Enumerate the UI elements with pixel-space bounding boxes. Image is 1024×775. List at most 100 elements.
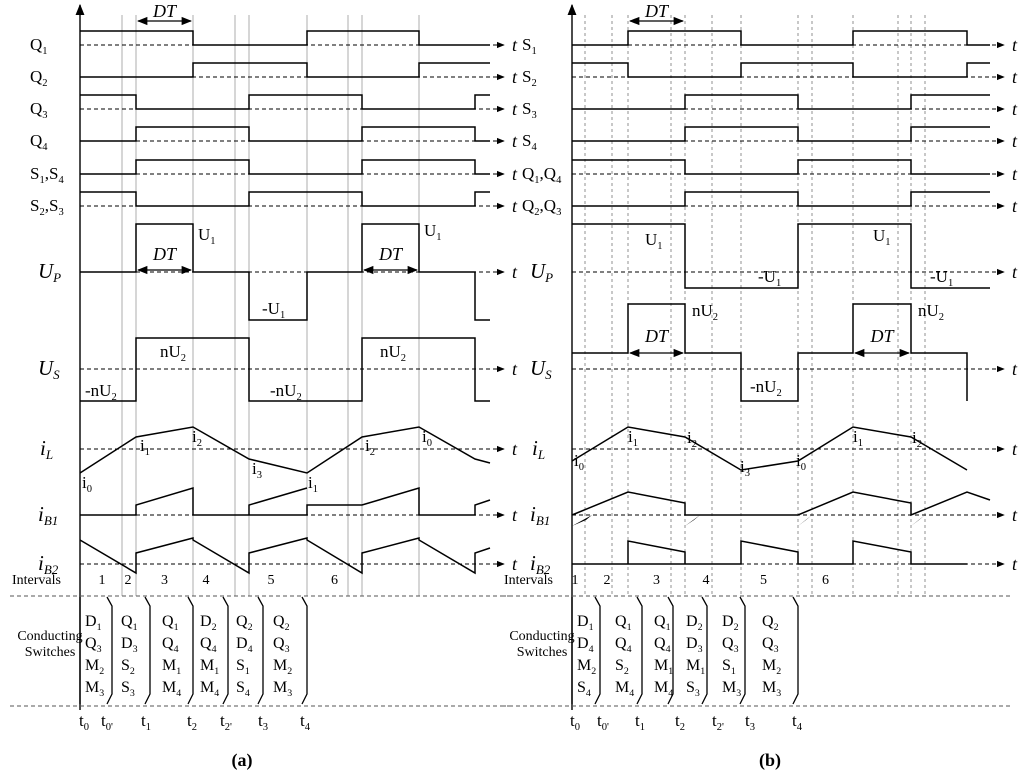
- conducting-switch-label: M1: [162, 657, 181, 677]
- switch-group-bracket: [701, 596, 708, 705]
- signal-label: Q3: [30, 99, 48, 121]
- time-instant-label: t0: [570, 711, 580, 733]
- conducting-switch-label: M2: [762, 657, 781, 677]
- time-instant-label: t1: [635, 711, 645, 733]
- interval-number: 1: [572, 573, 579, 588]
- time-instant-label: t4: [300, 711, 311, 733]
- time-axis-label: t: [512, 35, 518, 55]
- dt-label: DT: [644, 326, 670, 346]
- gate-signal-waveform: [572, 126, 990, 142]
- dt-label: DT: [152, 1, 178, 21]
- il-current-label: i3: [252, 459, 262, 481]
- il-current-label: i0: [796, 451, 806, 473]
- time-instant-label: t0': [101, 711, 113, 733]
- conducting-switch-label: M3: [722, 679, 741, 699]
- il-current-label: i0: [82, 473, 92, 495]
- us-negative-label: -nU2: [85, 381, 117, 403]
- gate-signal-waveform: [80, 62, 490, 78]
- time-axis-label: t: [1012, 164, 1018, 184]
- panel-caption: (a): [232, 750, 253, 771]
- switch-group-bracket: [594, 596, 601, 705]
- dt-label: DT: [869, 326, 895, 346]
- time-axis-label: t: [1012, 35, 1018, 55]
- ib2-label: iB2: [530, 551, 551, 577]
- time-axis-label: t: [512, 131, 518, 151]
- signal-label: Q2: [30, 67, 48, 89]
- conducting-switch-label: Q1: [654, 613, 671, 633]
- time-axis-label: t: [1012, 99, 1018, 119]
- conducting-switch-label: D1: [85, 613, 102, 633]
- time-axis-label: t: [512, 99, 518, 119]
- ib1-waveform: [80, 486, 491, 516]
- conducting-switch-label: D2: [200, 613, 217, 633]
- interval-number: 3: [161, 573, 168, 588]
- il-current-label: i1: [140, 436, 150, 458]
- panel-caption: (b): [759, 750, 781, 771]
- il-current-label: i0: [422, 427, 432, 449]
- conducting-switch-label: M3: [273, 679, 292, 699]
- time-axis-label: t: [512, 505, 518, 525]
- intervals-label: Intervals: [12, 573, 61, 588]
- gate-signal-waveform: [80, 191, 490, 207]
- switch-group-bracket: [187, 596, 194, 705]
- conducting-switch-label: D3: [686, 635, 703, 655]
- il-current-label: i1: [308, 473, 318, 495]
- conducting-switch-label: Q3: [85, 635, 102, 655]
- dt-label: DT: [378, 244, 404, 264]
- time-instant-label: t0': [597, 711, 609, 733]
- conducting-switch-label: M4: [162, 679, 181, 699]
- time-axis-label: t: [512, 359, 518, 379]
- conducting-switch-label: Q3: [762, 635, 779, 655]
- conducting-switch-label: M4: [200, 679, 219, 699]
- conducting-switch-label: S4: [577, 679, 591, 699]
- ib1-negative-region: [685, 515, 700, 526]
- conducting-switch-label: Q1: [162, 613, 179, 633]
- time-axis-label: t: [1012, 262, 1018, 282]
- time-axis-label: t: [1012, 359, 1018, 379]
- conducting-switch-label: M1: [686, 657, 705, 677]
- up-positive-label: U1: [424, 221, 442, 243]
- conducting-switch-label: Q4: [162, 635, 179, 655]
- switch-group-bracket: [106, 596, 113, 705]
- ib1-negative-region: [572, 515, 592, 526]
- conducting-switch-label: M1: [654, 657, 673, 677]
- gate-signal-waveform: [572, 159, 990, 175]
- signal-label: S2,S3: [30, 196, 64, 218]
- conducting-switch-label: D3: [121, 635, 138, 655]
- conducting-label: Conducting: [509, 629, 574, 644]
- conducting-switch-label: M1: [200, 657, 219, 677]
- time-instant-label: t2: [187, 711, 197, 733]
- time-axis-label: t: [1012, 505, 1018, 525]
- ib1-label: iB1: [38, 502, 58, 528]
- up-label: UP: [530, 259, 553, 285]
- ib2-waveform: [79, 537, 491, 575]
- conducting-switch-label: M2: [85, 657, 104, 677]
- up-negative-label: -U1: [262, 299, 285, 321]
- time-axis-label: t: [512, 196, 518, 216]
- time-axis-label: t: [512, 439, 518, 459]
- conducting-switch-label: Q4: [200, 635, 217, 655]
- time-instant-label: t2': [220, 711, 232, 733]
- up-negative-label: -U1: [930, 267, 953, 289]
- us-label: US: [530, 356, 552, 382]
- conducting-switch-label: Q2: [762, 613, 779, 633]
- il-label: iL: [532, 436, 545, 462]
- interval-number: 3: [653, 573, 660, 588]
- time-instant-label: t2: [675, 711, 685, 733]
- ib1-label: iB1: [530, 502, 550, 528]
- up-label: UP: [38, 259, 61, 285]
- il-label: iL: [40, 436, 53, 462]
- conducting-switch-label: Q2: [236, 613, 253, 633]
- conducting-switch-label: M4: [654, 679, 673, 699]
- interval-number: 6: [822, 573, 829, 588]
- us-positive-label: nU2: [918, 301, 944, 323]
- ib1-negative-region: [798, 515, 812, 526]
- conducting-label: Conducting: [17, 629, 82, 644]
- time-axis-label: t: [512, 164, 518, 184]
- conducting-switch-label: M2: [273, 657, 292, 677]
- conducting-switch-label: S2: [615, 657, 629, 677]
- switch-group-bracket: [792, 596, 799, 705]
- interval-number: 5: [268, 573, 275, 588]
